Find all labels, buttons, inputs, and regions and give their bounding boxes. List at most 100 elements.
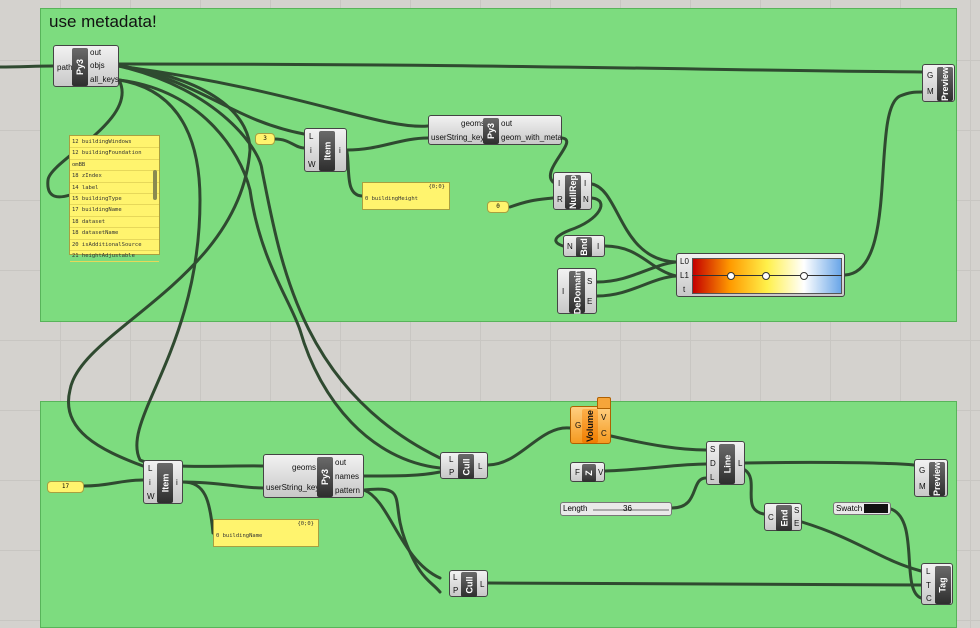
- building-height-panel[interactable]: {0;0} 0 buildingHeight: [362, 182, 450, 210]
- nullrep-component[interactable]: I R NullRep I N: [553, 172, 592, 210]
- swatch-component[interactable]: Swatch: [833, 502, 891, 515]
- output-all-keys: all_keys: [90, 75, 119, 84]
- input-t: T: [926, 581, 931, 590]
- input-l: L: [449, 455, 454, 464]
- panel-text: 0 buildingName: [216, 533, 263, 539]
- output-objs: objs: [90, 61, 105, 70]
- wire: [743, 460, 916, 467]
- dedomain-core: DeDomain: [569, 270, 585, 314]
- input-geoms: geoms: [461, 119, 486, 128]
- output-out: out: [90, 48, 102, 57]
- list-item: 12 buildingWindows: [70, 137, 159, 149]
- output-l: L: [738, 459, 743, 468]
- item-core: Item: [157, 463, 173, 503]
- swatch-color[interactable]: [864, 504, 888, 513]
- index-value-bottom[interactable]: 17: [47, 481, 84, 493]
- gradient-grip[interactable]: [800, 272, 808, 280]
- output-i: i: [339, 146, 341, 155]
- output-i: I: [597, 242, 600, 251]
- wire: [800, 520, 923, 573]
- volume-component[interactable]: G Volume V C: [570, 397, 611, 444]
- input-userstring-key: userString_key: [431, 133, 485, 142]
- output-geom-with-meta: geom_with_meta: [501, 133, 562, 142]
- slider-label: Length: [563, 504, 588, 513]
- item-core: Item: [319, 131, 335, 171]
- list-item: 17 buildingName: [70, 205, 159, 217]
- input-c: C: [926, 594, 932, 603]
- building-name-panel[interactable]: {0;0} 0 buildingName: [213, 519, 319, 547]
- tag-component[interactable]: L T C Tag: [921, 563, 953, 605]
- bounds-component[interactable]: N Bnd I: [563, 235, 605, 257]
- py3-component-mid[interactable]: geoms userString_key Py3 out geom_with_m…: [428, 115, 562, 145]
- output-v: V: [601, 413, 607, 422]
- input-m: M: [919, 482, 926, 491]
- selection-tab: [597, 397, 611, 409]
- item-component-top[interactable]: L i W Item i: [304, 128, 347, 172]
- volume-core: Volume: [582, 409, 598, 443]
- input-g: G: [919, 466, 926, 475]
- end-points-component[interactable]: C End S E: [764, 503, 802, 531]
- input-f: F: [575, 468, 580, 477]
- wire: [67, 64, 252, 468]
- wire: [345, 150, 364, 198]
- input-p: P: [449, 468, 455, 477]
- zero-value[interactable]: 0: [487, 201, 509, 213]
- gradient-grip[interactable]: [727, 272, 735, 280]
- wire: [595, 260, 678, 284]
- z-core: Z: [582, 464, 596, 482]
- wire: [117, 78, 442, 470]
- input-l: L: [710, 473, 715, 482]
- output-s: S: [587, 277, 593, 286]
- list-item: 14 label: [70, 183, 159, 194]
- cull-component-1[interactable]: L P Cull L: [440, 452, 488, 479]
- preview-component-bottom[interactable]: G M Preview: [914, 459, 948, 497]
- py3-component-bottom[interactable]: geoms userString_key Py3 out names patte…: [263, 454, 364, 498]
- input-l: L: [309, 132, 314, 141]
- list-item: 20 isAdditionalSource: [70, 240, 159, 251]
- input-i: i: [310, 146, 312, 155]
- wire: [743, 468, 766, 516]
- line-component[interactable]: S D L Line L: [706, 441, 745, 485]
- index-value-top[interactable]: 3: [255, 133, 275, 145]
- wire: [82, 478, 145, 488]
- cull-core: Cull: [458, 454, 474, 479]
- group-bottom[interactable]: [40, 401, 957, 628]
- output-out: out: [335, 458, 347, 467]
- preview-component-top[interactable]: G M Preview: [922, 64, 955, 102]
- wire: [362, 488, 442, 580]
- output-e: E: [587, 297, 593, 306]
- input-l0: L0: [680, 257, 689, 266]
- gradient-component[interactable]: L0 L1 t: [676, 253, 845, 297]
- wire: [362, 487, 442, 594]
- wire: [603, 244, 678, 278]
- wire: [181, 480, 215, 535]
- input-n: N: [567, 242, 573, 251]
- tag-core: Tag: [935, 566, 951, 604]
- gradient-grip[interactable]: [762, 272, 770, 280]
- wire: [603, 462, 708, 473]
- input-l: L: [926, 567, 931, 576]
- panel-header: {0;0}: [428, 184, 445, 190]
- output-l: L: [478, 462, 483, 471]
- py3-component-top[interactable]: path Py3 out objs all_keys: [53, 45, 119, 87]
- deconstruct-domain-component[interactable]: I DeDomain S E: [557, 268, 597, 314]
- panel-text: 0 buildingHeight: [365, 196, 418, 202]
- input-l1: L1: [680, 271, 689, 280]
- input-l: L: [453, 573, 458, 582]
- item-component-bottom[interactable]: L i W Item i: [143, 460, 183, 504]
- cull-component-2[interactable]: L P Cull L: [449, 570, 488, 597]
- panel-header: {0;0}: [297, 521, 314, 527]
- unit-z-component[interactable]: F Z V: [570, 462, 605, 482]
- length-slider[interactable]: Length 36: [560, 502, 672, 516]
- wire: [590, 182, 678, 264]
- wire: [362, 470, 442, 478]
- panel-scrollbar[interactable]: [153, 170, 157, 200]
- output-n: N: [583, 195, 589, 204]
- wire: [549, 136, 569, 184]
- output-c: C: [601, 429, 607, 438]
- wire: [486, 426, 572, 467]
- input-i: i: [149, 478, 151, 487]
- wire: [181, 480, 265, 490]
- output-names: names: [335, 472, 360, 481]
